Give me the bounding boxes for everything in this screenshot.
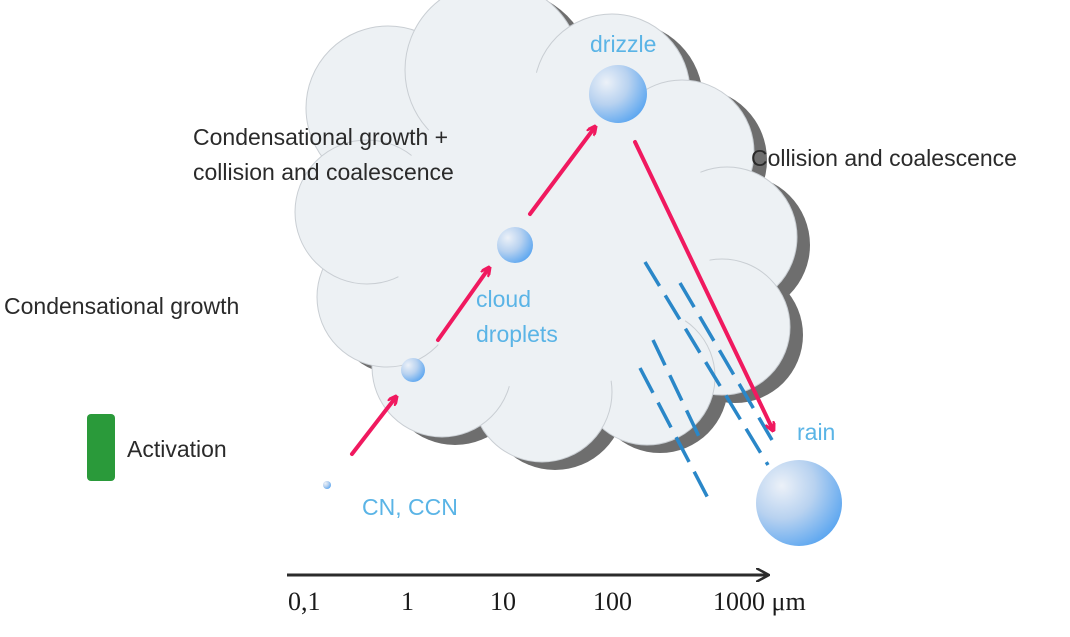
arrow-ccn-to-small (350, 397, 396, 456)
arrow-small-to-cloud (436, 268, 489, 342)
growth-arrows (350, 127, 773, 456)
activation-marker (87, 414, 115, 481)
label-droplets: droplets (476, 321, 558, 347)
label-drizzle: drizzle (590, 31, 656, 57)
axis-tick-1: 1 (401, 587, 414, 616)
label-rain: rain (797, 419, 835, 445)
ccn-particle (323, 481, 331, 489)
axis-tick-1000: 1000 μm (713, 587, 806, 616)
cloud-droplet (497, 227, 533, 263)
arrow-cloud-to-drizzle (528, 127, 595, 216)
axis-tick-0-1: 0,1 (288, 587, 321, 616)
arrow-drizzle-to-rain (633, 140, 773, 430)
cloud-core (392, 72, 712, 392)
label-cond-coll-line1: Condensational growth + (193, 124, 448, 150)
label-cloud: cloud (476, 286, 531, 312)
label-collision-coalescence: Collision and coalescence (751, 145, 1017, 171)
label-condensational-growth: Condensational growth (4, 293, 239, 319)
axis-tick-100: 100 (593, 587, 632, 616)
label-activation: Activation (127, 436, 227, 462)
drizzle-drop (589, 65, 647, 123)
rain-streaks (638, 261, 774, 503)
axis-tick-10: 10 (490, 587, 516, 616)
rain-drop (756, 460, 842, 546)
label-cond-coll-line2: collision and coalescence (193, 159, 454, 185)
small-droplet (401, 358, 425, 382)
label-cn-ccn: CN, CCN (362, 494, 458, 520)
